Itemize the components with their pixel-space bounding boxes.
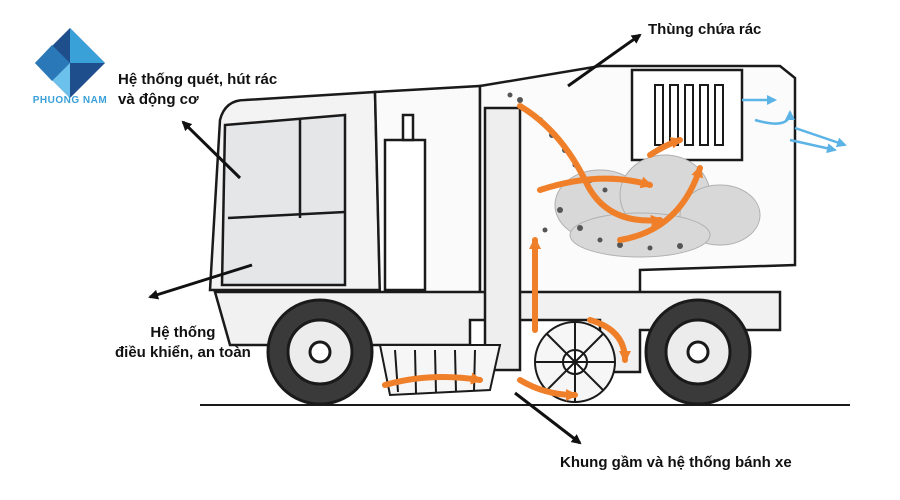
pointer-control xyxy=(148,263,253,300)
label-sweep-system: Hệ thống quét, hút rác và động cơ xyxy=(118,70,277,110)
side-brush xyxy=(378,344,502,397)
brand-name: PHUONG NAM xyxy=(32,95,108,106)
main-brush xyxy=(534,321,616,403)
front-wheel xyxy=(266,298,374,406)
pointer-arrows xyxy=(148,33,642,445)
label-chassis-wheels: Khung gầm và hệ thống bánh xe xyxy=(560,454,792,471)
debris-flow-arrows xyxy=(382,103,703,401)
label-control-line2: điều khiển, an toàn xyxy=(115,344,251,361)
label-control-safety: Hệ thống điều khiển, an toàn xyxy=(115,323,251,363)
label-sweep-system-line2: và động cơ xyxy=(118,91,199,108)
label-sweep-system-line1: Hệ thống quét, hút rác xyxy=(118,71,278,88)
pointer-chassis xyxy=(514,391,582,445)
pointer-hopper xyxy=(567,33,642,88)
rear-wheel xyxy=(644,298,752,406)
debris-cloud xyxy=(554,154,761,258)
label-hopper: Thùng chứa rác xyxy=(648,21,762,38)
label-control-line1: Hệ thống xyxy=(150,324,216,341)
pointer-sweep-system xyxy=(181,120,242,180)
brand-logo xyxy=(35,28,105,98)
air-flow-arrows xyxy=(742,95,847,154)
